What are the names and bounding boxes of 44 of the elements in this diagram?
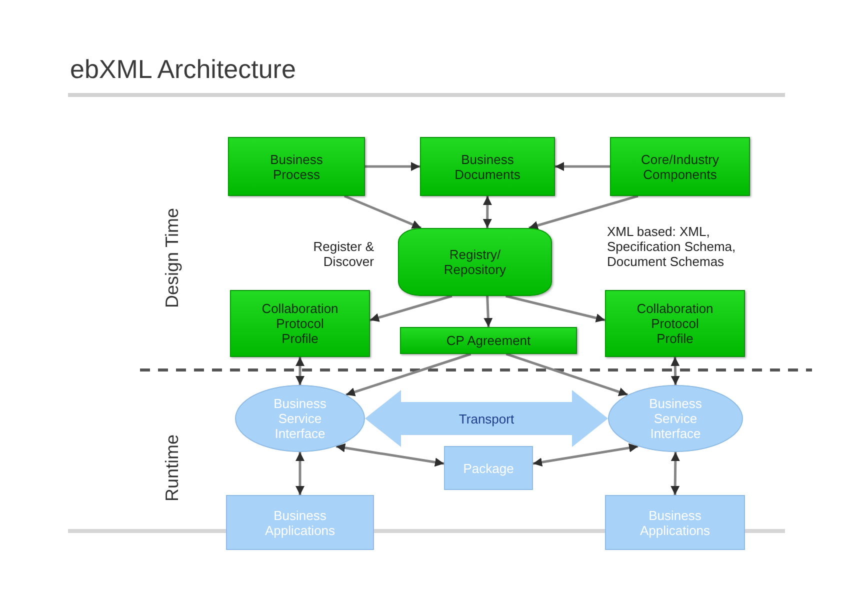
arrow (670, 356, 680, 386)
arrow (296, 452, 304, 495)
arrow (365, 162, 420, 171)
node-label: Business Applications (638, 508, 712, 538)
process-box (610, 137, 750, 196)
profile-box (230, 290, 370, 357)
node-label: CP Agreement (446, 333, 531, 348)
edge-label: Transport (458, 411, 514, 426)
arrow (344, 194, 422, 230)
arrow (296, 357, 304, 385)
arrow (506, 294, 606, 322)
annotation-text: XML based: XML, Specification Schema, Document Schemas (607, 224, 737, 269)
application-box (226, 495, 374, 550)
arrow (532, 443, 638, 467)
arrow (370, 294, 452, 322)
arrow (336, 443, 444, 467)
node-label: Collaboration Protocol Profile (636, 301, 714, 346)
section-label: Runtime (162, 434, 182, 502)
arrow (506, 352, 628, 396)
node-label: Package (463, 460, 514, 476)
section-label: Design Time (162, 208, 182, 308)
annotation-text: Register & Discover (312, 239, 374, 269)
arrow (555, 162, 610, 171)
arrow (346, 352, 472, 396)
process-box (228, 137, 365, 196)
arrow (484, 296, 493, 328)
arrow (528, 194, 638, 230)
node-label: Business Applications (264, 508, 336, 538)
node-label: Registry/Repository (442, 247, 508, 277)
registry-cylinder (398, 228, 552, 296)
agreement-box (400, 327, 577, 354)
profile-box (605, 290, 745, 357)
arrow (670, 452, 680, 496)
node-label: Business Service Interface (648, 396, 703, 441)
process-box (420, 137, 555, 196)
application-box (605, 495, 745, 550)
slide-title: ebXML Architecture (70, 54, 296, 84)
node-label: Collaboration Protocol Profile (260, 301, 340, 346)
node-label: Business Documents (454, 152, 522, 182)
node-label: Business Service Interface (272, 396, 328, 441)
node-label: Core/Industry Components (640, 152, 720, 182)
node-label: Business Process (269, 152, 324, 182)
package-box (444, 446, 533, 490)
arrow (482, 196, 492, 228)
